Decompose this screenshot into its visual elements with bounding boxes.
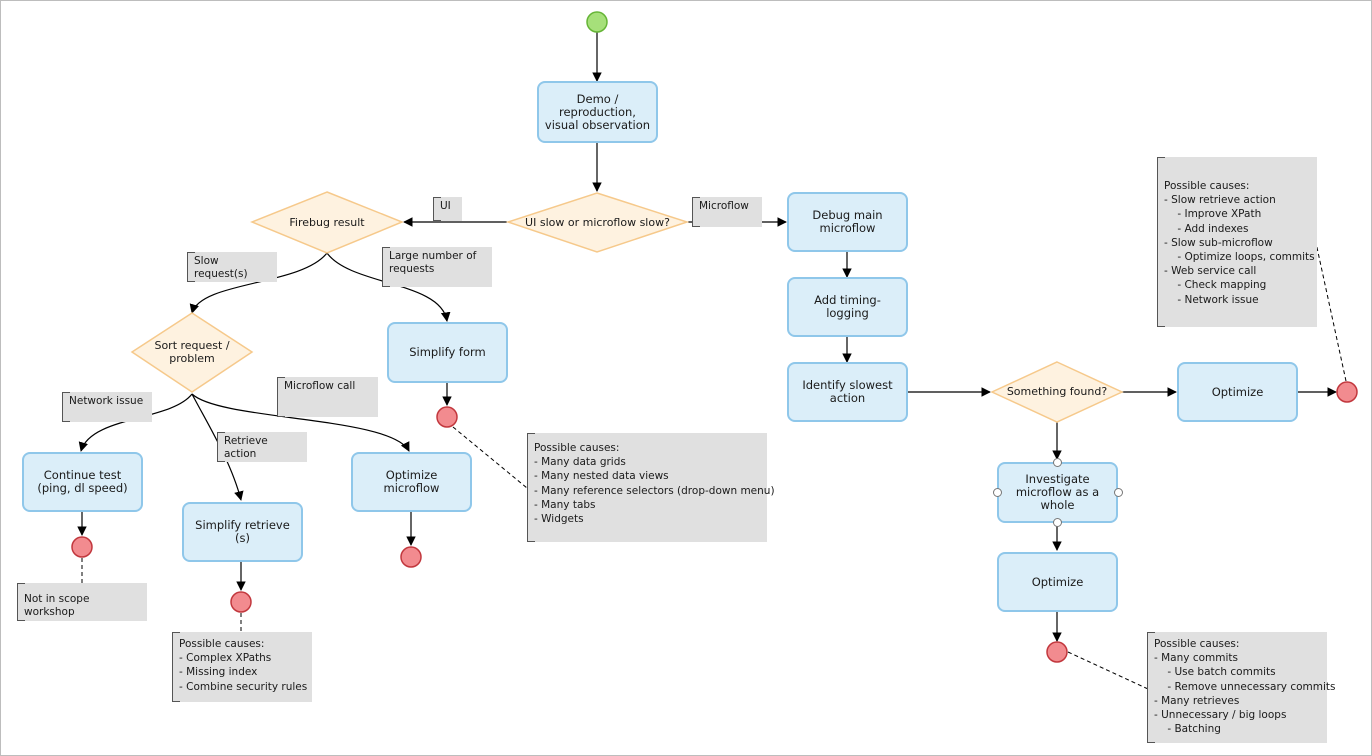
tag-slow-requests: Slow request(s) <box>187 252 277 282</box>
decision-something-found-label: Something found? <box>1006 384 1108 398</box>
activity-debug-main: Debug main microflow <box>787 192 908 252</box>
note-top-right-causes: Possible causes: - Slow retrieve action … <box>1157 157 1317 327</box>
end-event-retrieve <box>230 591 252 613</box>
end-event-optimize-right <box>1336 381 1358 403</box>
annotation-link-optimize <box>1067 651 1149 690</box>
tag-microflow-call: Microflow call <box>277 377 378 417</box>
tag-retrieve-action: Retrieve action <box>217 432 307 462</box>
activity-simplify-form: Simplify form <box>387 322 508 383</box>
decision-firebug-label: Firebug result <box>289 215 365 229</box>
tag-not-in-scope: Not in scope workshop <box>17 583 147 621</box>
connector-dot-top <box>1053 458 1062 467</box>
activity-continue-test: Continue test (ping, dl speed) <box>22 452 143 512</box>
connector-dot-left <box>993 488 1002 497</box>
decision-ui-or-microflow-label: UI slow or microflow slow? <box>525 215 670 229</box>
end-event-continue <box>71 536 93 558</box>
connector-dot-bottom <box>1053 518 1062 527</box>
decision-sort-request <box>130 312 254 393</box>
activity-add-timing: Add timing-logging <box>787 277 908 337</box>
tag-large-number: Large number of requests <box>382 247 492 287</box>
decision-something-found <box>990 361 1124 423</box>
activity-investigate: Investigate microflow as a whole <box>997 462 1118 523</box>
tag-microflow: Microflow <box>692 197 762 227</box>
tag-network-issue: Network issue <box>62 392 152 422</box>
activity-demo: Demo / reproduction, visual observation <box>537 81 658 143</box>
connector-dot-right <box>1114 488 1123 497</box>
annotation-link-top-right <box>1315 242 1347 382</box>
note-form-causes: Possible causes: - Many data grids - Man… <box>527 433 775 542</box>
end-event-optimize-microflow <box>400 546 422 568</box>
tag-ui: UI <box>433 197 462 221</box>
decision-sort-request-label: Sort request / problem <box>154 339 230 365</box>
end-event-form <box>436 406 458 428</box>
activity-optimize-right: Optimize <box>1177 362 1298 422</box>
activity-identify-slowest: Identify slowest action <box>787 362 908 422</box>
note-retrieve-causes: Possible causes: - Complex XPaths - Miss… <box>172 632 312 702</box>
decision-firebug <box>250 191 404 254</box>
decision-ui-or-microflow <box>505 192 690 253</box>
start-event <box>586 11 608 33</box>
end-event-optimize-bottom <box>1046 641 1068 663</box>
edge-firebug-sort <box>189 252 328 314</box>
annotation-link-form <box>452 426 528 489</box>
edge-sort-optimize <box>191 393 410 452</box>
activity-optimize-microflow: Optimize microflow <box>351 452 472 512</box>
activity-optimize-bottom: Optimize <box>997 552 1118 612</box>
activity-simplify-retrieve: Simplify retrieve (s) <box>182 502 303 562</box>
note-optimize-causes: Possible causes: - Many commits - Use ba… <box>1147 632 1335 743</box>
